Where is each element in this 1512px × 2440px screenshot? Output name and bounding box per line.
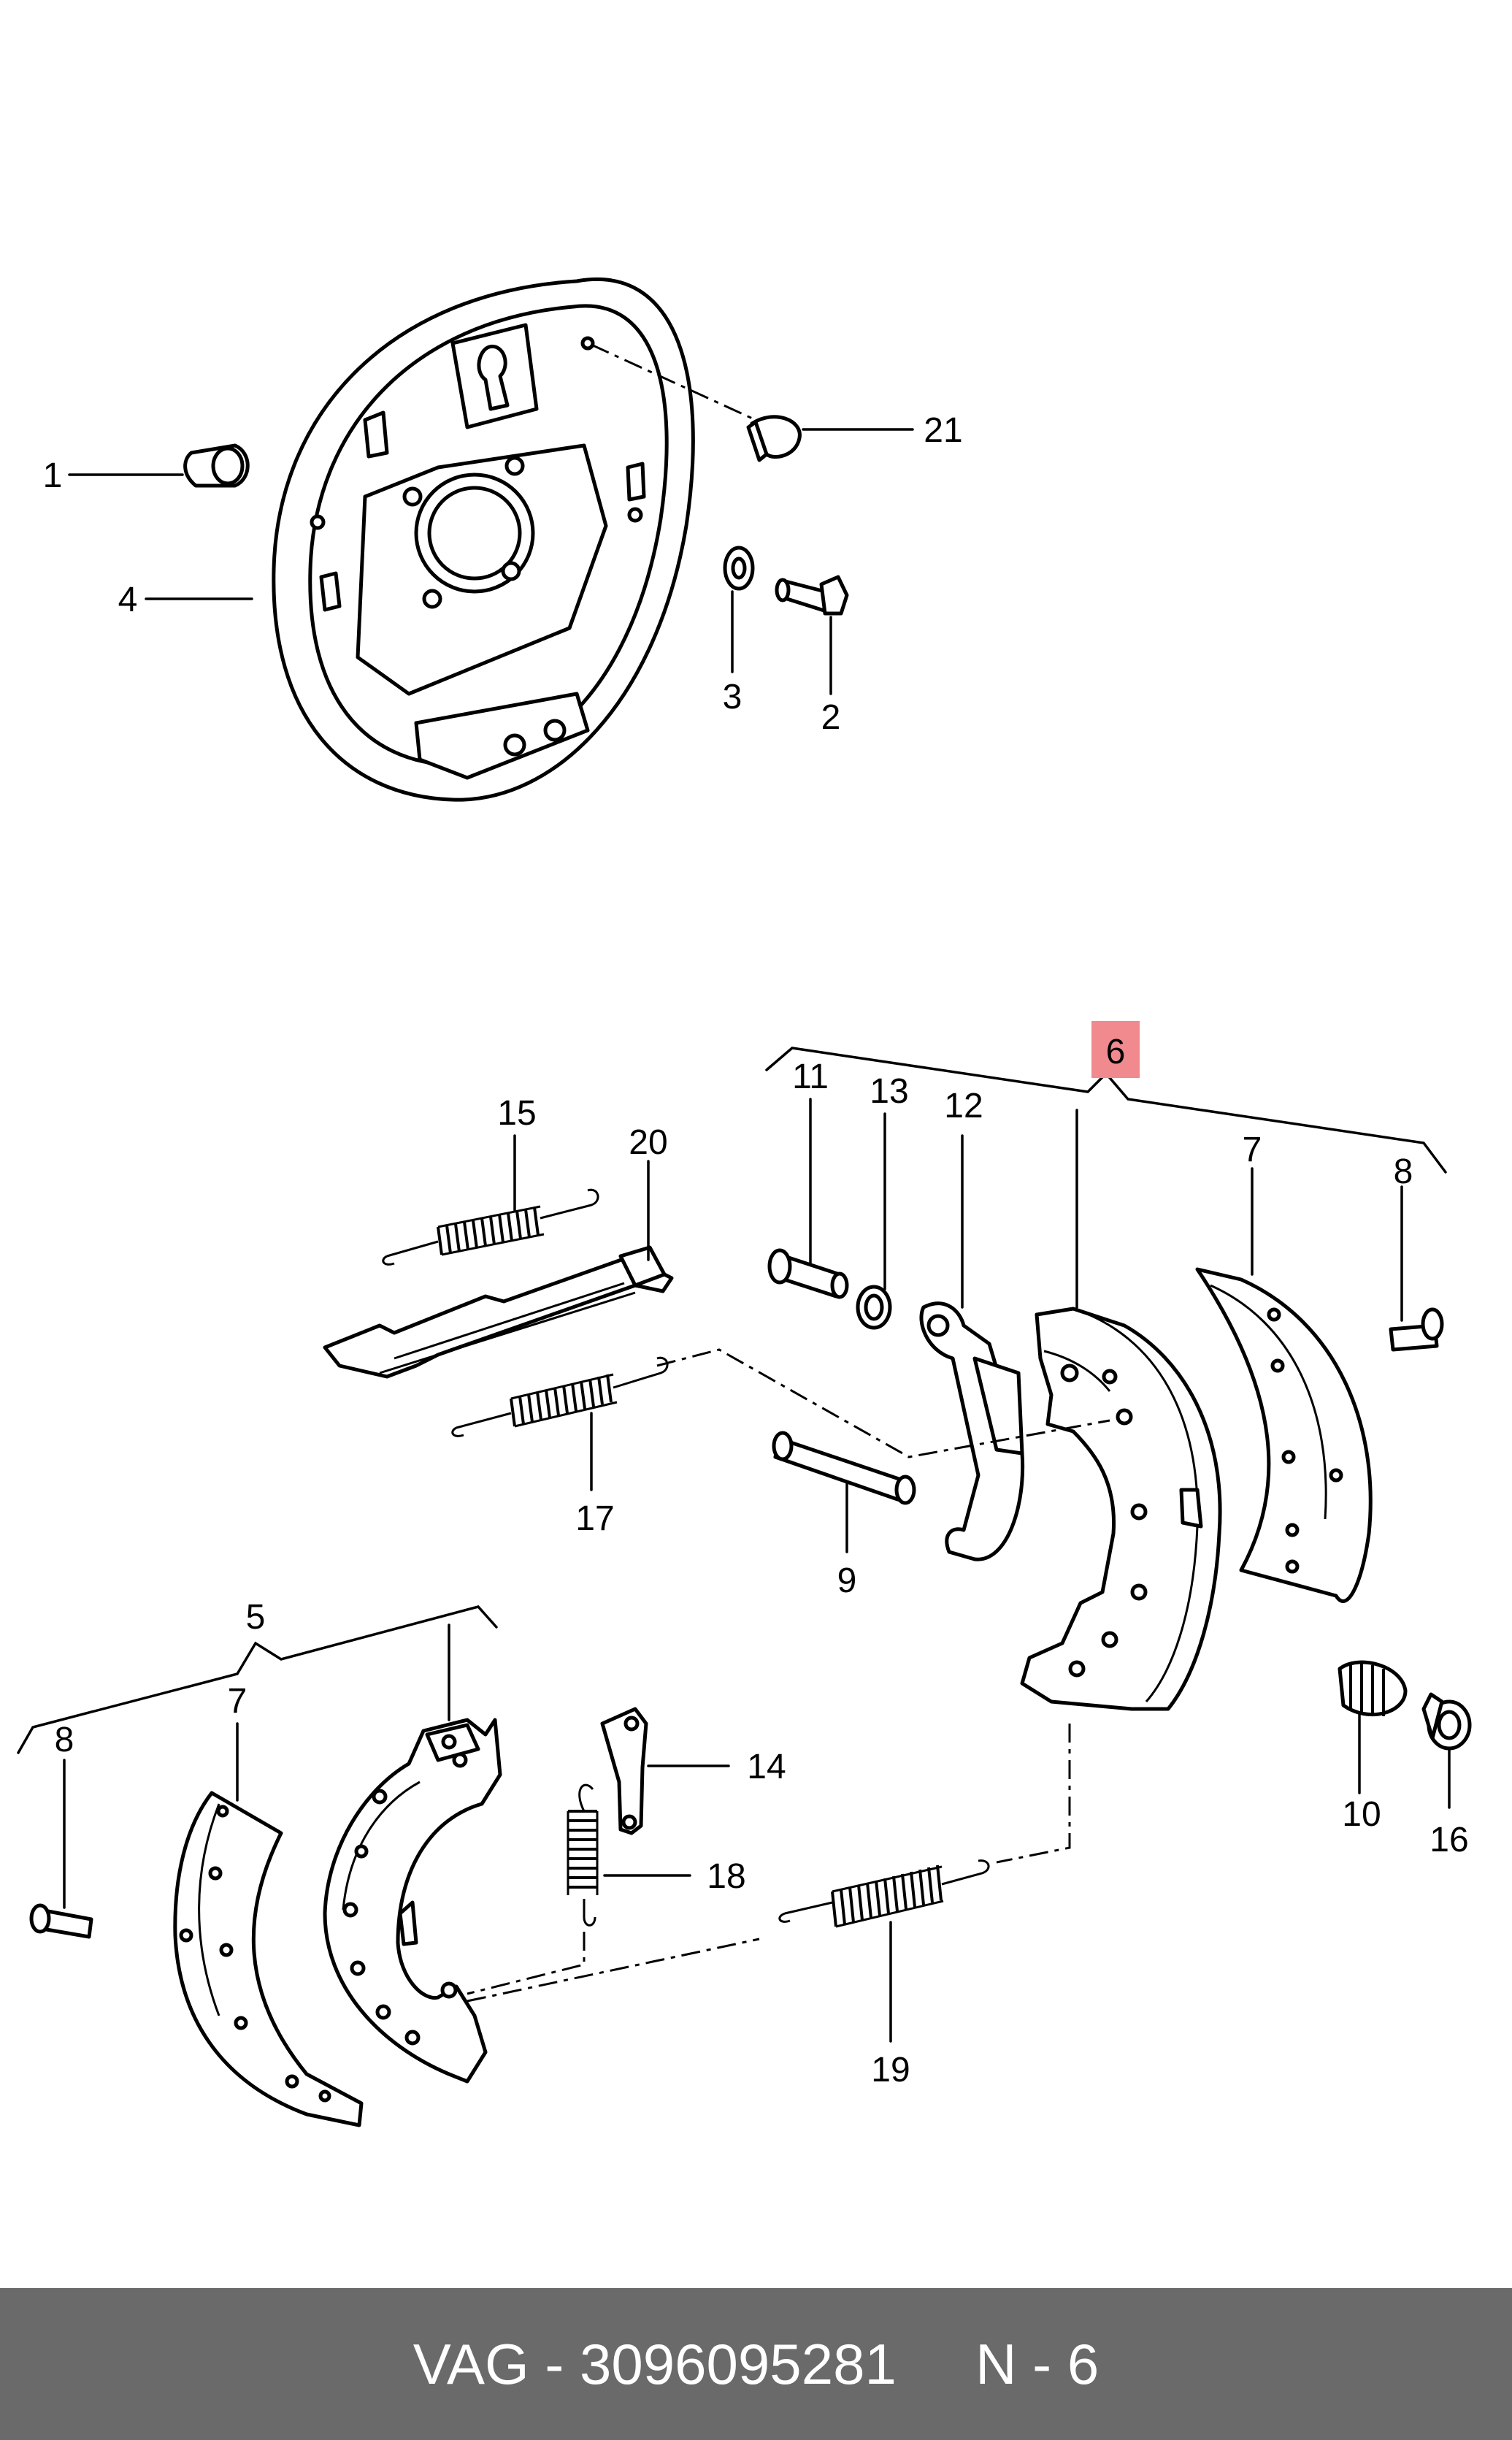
callout-17: 17 (575, 1499, 614, 1538)
footer-text: VAG - 3096095281 N - 6 (412, 2332, 1100, 2396)
callout-21: 21 (924, 411, 962, 450)
clip-part-13 (856, 1285, 892, 1330)
lever-part-12 (919, 1301, 1025, 1561)
spring-part-18 (567, 1783, 599, 1927)
pin-part-11 (767, 1248, 849, 1299)
callout-19: 19 (871, 2051, 910, 2089)
callout-1: 1 (43, 456, 63, 495)
callout-2: 2 (821, 698, 841, 737)
dashed-link-6-19 (996, 1724, 1071, 1864)
dashed-link-17 (656, 1348, 1110, 1458)
washer-part-3 (723, 546, 755, 591)
brake-shoe-right-part-6 (1020, 1307, 1222, 1711)
sleeve-part-10 (1338, 1660, 1408, 1717)
lining-left-part-7 (173, 1791, 364, 2127)
callout-11: 11 (792, 1058, 829, 1096)
callout-15: 15 (497, 1094, 536, 1133)
callout-20: 20 (629, 1123, 667, 1162)
callout-6: 6 (1106, 1033, 1126, 1071)
callout-8a: 8 (55, 1721, 74, 1759)
callout-13: 13 (870, 1072, 908, 1111)
callout-7a: 7 (228, 1682, 247, 1721)
callout-12: 12 (944, 1087, 983, 1125)
bushing-part-1 (183, 443, 250, 488)
pin-right-part-8 (1389, 1307, 1444, 1352)
callout-7b: 7 (1243, 1131, 1262, 1169)
callout-9: 9 (837, 1561, 857, 1600)
pin-left-part-8 (29, 1903, 93, 1939)
spring-part-19 (778, 1859, 990, 1928)
callout-5: 5 (246, 1598, 266, 1637)
lining-right-part-7 (1195, 1267, 1373, 1603)
callout-10: 10 (1342, 1795, 1381, 1834)
callout-16: 16 (1430, 1821, 1468, 1859)
callout-8b: 8 (1394, 1152, 1413, 1191)
backing-plate (272, 278, 695, 802)
adjuster-part-20 (323, 1245, 674, 1379)
dashed-link-19 (467, 1938, 760, 2003)
plate-part-14 (600, 1707, 648, 1835)
pin-part-9 (772, 1431, 916, 1505)
dashed-link-18 (467, 1932, 586, 1995)
plug-part-21 (746, 415, 802, 462)
bracket-part-5 (17, 1605, 498, 1754)
dashed-link-21 (591, 343, 756, 421)
spring-part-17 (451, 1356, 669, 1437)
callout-4: 4 (118, 581, 138, 619)
spring-part-15 (382, 1188, 599, 1266)
cap-part-16 (1421, 1692, 1472, 1751)
callout-3: 3 (723, 678, 742, 716)
highlight-callout-6 (1091, 1021, 1140, 1078)
brake-shoe-left-part-5 (323, 1718, 502, 2084)
part-number-footer: VAG - 3096095281 N - 6 (0, 2288, 1512, 2440)
bolt-part-2 (775, 575, 849, 616)
callout-14: 14 (747, 1748, 786, 1786)
callout-18: 18 (707, 1857, 745, 1896)
